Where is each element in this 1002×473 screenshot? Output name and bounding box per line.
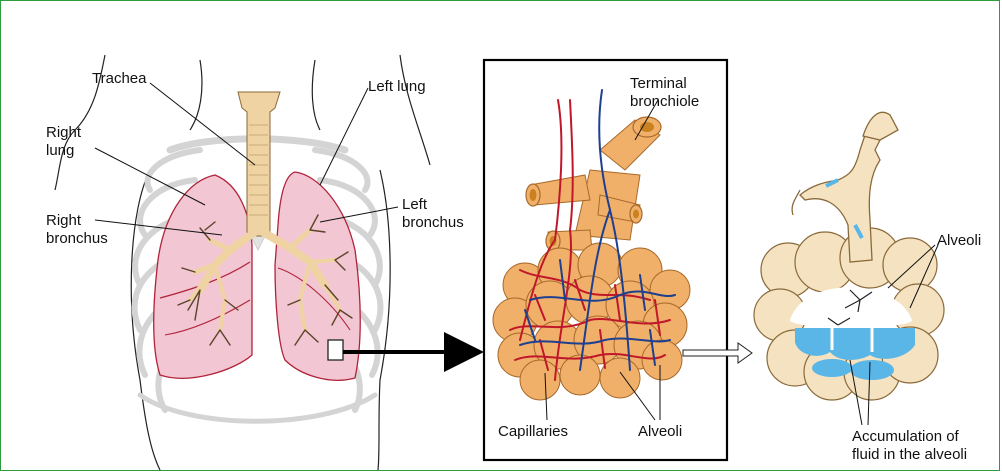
label-terminal-bronchiole: Terminal bronchiole xyxy=(630,75,700,110)
magnified-region-box xyxy=(327,339,344,361)
label-alveoli-fluid-panel: Alveoli xyxy=(937,232,982,249)
leader-lines-panel-1 xyxy=(94,82,399,236)
star-junctions xyxy=(827,289,873,326)
label-right-bronchus: Right bronchus xyxy=(46,212,108,247)
alveoli-sac xyxy=(753,227,945,401)
alveolar-clusters xyxy=(492,242,691,401)
leader-lines-panel-2 xyxy=(544,99,661,421)
label-trachea: Trachea xyxy=(92,70,147,87)
leader-lines-panel-3 xyxy=(849,244,939,426)
label-capillaries: Capillaries xyxy=(498,423,569,440)
torso-outline xyxy=(54,54,431,471)
bronchial-tree-dark xyxy=(177,214,353,346)
label-left-bronchus: Left bronchus xyxy=(402,196,464,231)
label-left-lung: Left lung xyxy=(368,78,426,95)
alveolar-fluid xyxy=(795,328,915,380)
label-right-lung: Right lung xyxy=(46,124,82,159)
label-fluid-accumulation: Accumulation of fluid in the alveoli xyxy=(852,428,968,463)
fluid-dividers xyxy=(830,328,874,352)
label-alveoli-magnified: Alveoli xyxy=(638,423,683,440)
right-lung xyxy=(153,174,253,379)
alveolar-duct xyxy=(791,111,899,263)
capillary-network-blue xyxy=(519,89,676,371)
transition-arrow xyxy=(682,342,753,364)
trachea-airway xyxy=(237,91,281,237)
